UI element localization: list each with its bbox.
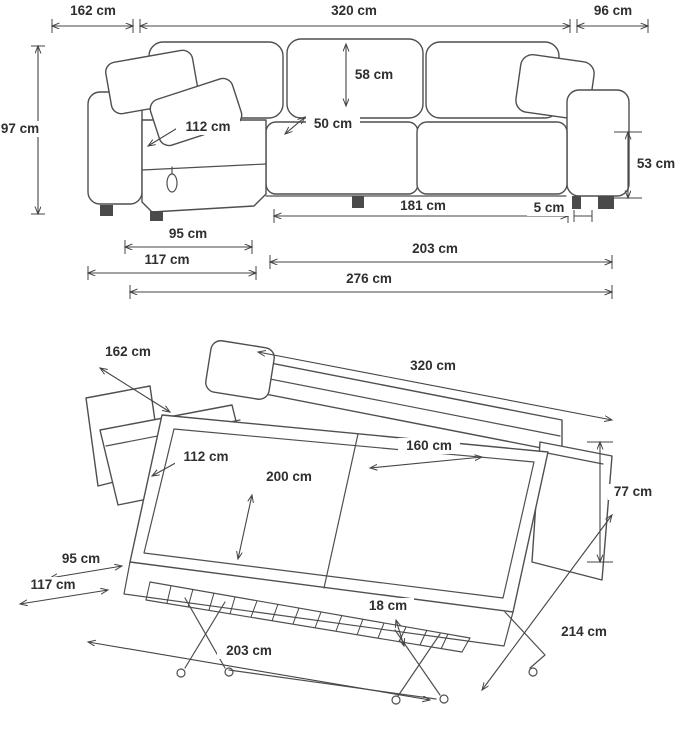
dim-sofa-chaise-seat-width: 95 cm xyxy=(158,226,218,242)
seat-cushions xyxy=(265,121,568,197)
dim-bed-total-width: 320 cm xyxy=(397,358,469,374)
dim-sofa-chaise-seat-length: 112 cm xyxy=(176,119,240,135)
dim-bed-width: 160 cm xyxy=(398,438,460,454)
bed-unfolded-view-drawing xyxy=(20,340,613,705)
dim-sofa-chaise-width: 162 cm xyxy=(52,3,134,19)
dim-bed-frame-height: 18 cm xyxy=(362,598,414,614)
bed-dimension-lines xyxy=(20,352,613,700)
dim-sofa-armrest-height: 53 cm xyxy=(631,156,680,172)
chaise-longue xyxy=(87,49,267,213)
bed-mattress xyxy=(129,414,549,613)
dim-sofa-seat-width: 181 cm xyxy=(392,198,454,214)
dim-sofa-seat-depth: 50 cm xyxy=(306,116,360,132)
dim-sofa-total-height: 97 cm xyxy=(0,121,42,137)
dim-bed-chaise-seat-width: 95 cm xyxy=(52,551,110,567)
dim-sofa-chaise-total-width: 117 cm xyxy=(135,252,199,268)
right-armrest xyxy=(566,89,630,197)
dim-sofa-total-depth: 276 cm xyxy=(337,271,401,287)
dim-sofa-leg-inset: 5 cm xyxy=(527,200,571,216)
dim-bed-unfolded-depth: 214 cm xyxy=(552,624,616,640)
dim-bed-body-width: 203 cm xyxy=(217,643,281,659)
dim-bed-chaise-seat-length: 112 cm xyxy=(175,449,237,465)
sofa-front-view-drawing xyxy=(31,19,648,299)
sofa-legs xyxy=(100,196,614,221)
dim-sofa-total-width: 320 cm xyxy=(305,3,403,19)
dim-sofa-side-depth: 96 cm xyxy=(576,3,650,19)
dim-bed-length: 200 cm xyxy=(258,469,320,485)
dim-bed-chaise-width: 162 cm xyxy=(92,344,164,360)
dim-bed-side-height: 77 cm xyxy=(608,484,658,500)
dim-sofa-body-width: 203 cm xyxy=(404,241,466,257)
dim-sofa-backrest-height: 58 cm xyxy=(348,67,400,83)
dim-bed-chaise-total-width: 117 cm xyxy=(22,577,84,593)
